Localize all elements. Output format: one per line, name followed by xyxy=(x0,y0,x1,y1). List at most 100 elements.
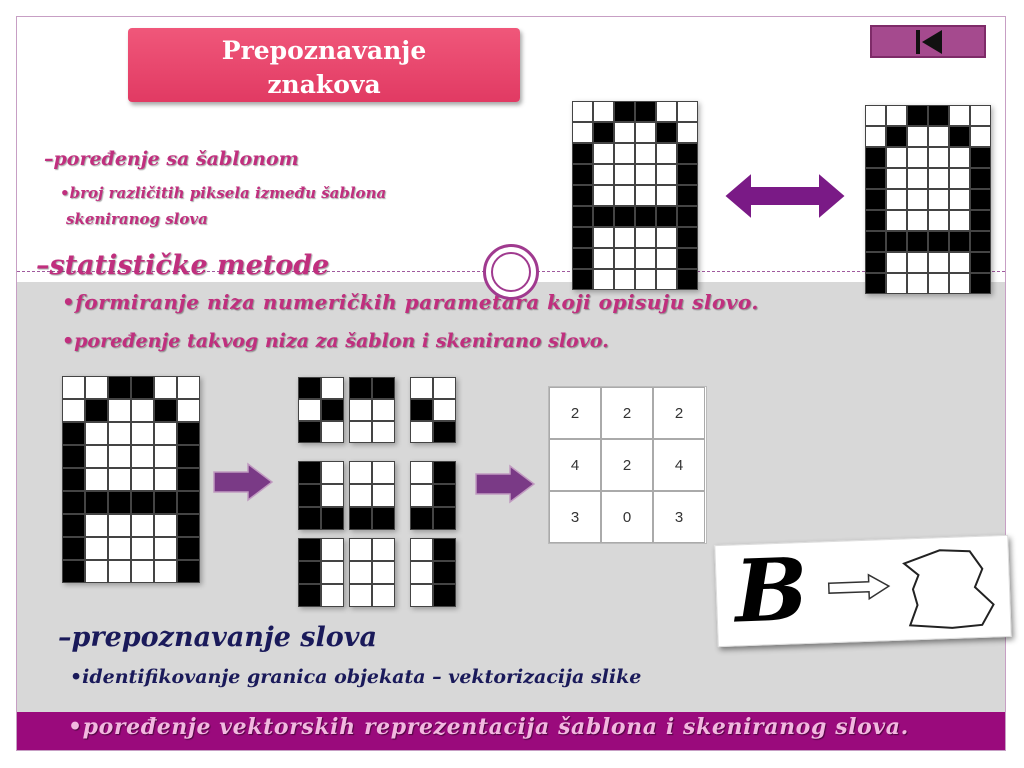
pixel-cell xyxy=(614,227,635,248)
pixel-cell xyxy=(886,252,907,273)
count-cell: 2 xyxy=(653,387,705,439)
pixel-cell xyxy=(656,206,677,227)
pixel-cell xyxy=(677,122,698,143)
pixel-cell xyxy=(928,147,949,168)
pixel-cell xyxy=(865,210,886,231)
pixel-cell xyxy=(635,206,656,227)
pixel-cell xyxy=(677,164,698,185)
pixel-cell xyxy=(886,231,907,252)
back-button[interactable] xyxy=(870,25,986,58)
pixel-cell xyxy=(949,231,970,252)
block-top-mid xyxy=(349,377,395,443)
skip-back-icon xyxy=(916,30,920,54)
block-bot-right xyxy=(410,538,456,607)
pixel-cell xyxy=(298,507,321,530)
pixel-cell xyxy=(572,122,593,143)
pixel-cell xyxy=(372,461,395,484)
recognition-heading: –prepoznavanje slova xyxy=(58,622,377,653)
pixel-cell xyxy=(298,399,321,421)
pixel-cell xyxy=(907,147,928,168)
statistical-heading: –statističke metode xyxy=(36,250,330,281)
pixel-cell xyxy=(886,168,907,189)
pixel-cell xyxy=(62,468,85,491)
count-cell: 2 xyxy=(549,387,601,439)
pixel-cell xyxy=(635,122,656,143)
pixel-cell xyxy=(433,538,456,561)
pixel-cell xyxy=(865,147,886,168)
pixel-cell xyxy=(433,484,456,507)
outline-arrow-icon xyxy=(827,573,891,601)
pixel-cell xyxy=(928,105,949,126)
pixel-cell xyxy=(614,269,635,290)
title-line-1: Prepoznavanje xyxy=(221,36,427,65)
pixel-cell xyxy=(85,422,108,445)
template-letter-grid xyxy=(572,101,698,290)
pixel-cell xyxy=(85,514,108,537)
pixel-cell xyxy=(635,248,656,269)
pixel-cell xyxy=(177,491,200,514)
pixel-cell xyxy=(177,537,200,560)
pixel-cell xyxy=(886,189,907,210)
pixel-cell xyxy=(949,210,970,231)
pixel-cell xyxy=(131,537,154,560)
pixel-cell xyxy=(298,461,321,484)
pixel-cell xyxy=(572,248,593,269)
pixel-cell xyxy=(907,252,928,273)
right-arrow-icon-2 xyxy=(475,464,536,504)
pixel-cell xyxy=(949,147,970,168)
pixel-cell xyxy=(410,377,433,399)
pixel-cell xyxy=(62,514,85,537)
pixel-cell xyxy=(349,538,372,561)
pixel-cell xyxy=(410,507,433,530)
count-cell: 4 xyxy=(549,439,601,491)
vectorization-panel: B xyxy=(714,534,1012,648)
pixel-cell xyxy=(131,514,154,537)
pixel-cell xyxy=(572,269,593,290)
right-arrow-icon xyxy=(213,462,274,502)
pixel-cell xyxy=(677,206,698,227)
template-heading: –poređenje sa šablonom xyxy=(44,148,299,170)
pixel-cell xyxy=(593,143,614,164)
block-mid-mid xyxy=(349,461,395,530)
pixel-cell xyxy=(928,210,949,231)
pixel-cell xyxy=(410,538,433,561)
pixel-cell xyxy=(593,227,614,248)
pixel-cell xyxy=(593,269,614,290)
pixel-cell xyxy=(614,206,635,227)
pixel-cell xyxy=(572,227,593,248)
pixel-cell xyxy=(433,421,456,443)
bottom-accent-bar xyxy=(17,712,1005,750)
pixel-cell xyxy=(949,168,970,189)
pixel-cell xyxy=(865,105,886,126)
pixel-cell xyxy=(865,189,886,210)
pixel-cell xyxy=(177,514,200,537)
pixel-cell xyxy=(85,537,108,560)
pixel-cell xyxy=(321,461,344,484)
pixel-cell xyxy=(635,164,656,185)
pixel-cell xyxy=(635,185,656,206)
pixel-cell xyxy=(949,189,970,210)
slide-frame xyxy=(16,16,1006,751)
pixel-cell xyxy=(907,105,928,126)
pixel-cell xyxy=(349,421,372,443)
pixel-cell xyxy=(154,422,177,445)
pixel-cell xyxy=(62,376,85,399)
pixel-cell xyxy=(635,227,656,248)
block-top-left xyxy=(298,377,344,443)
pixel-cell xyxy=(949,126,970,147)
pixel-cell xyxy=(108,422,131,445)
pixel-cell xyxy=(928,252,949,273)
pixel-cell xyxy=(349,484,372,507)
pixel-cell xyxy=(177,560,200,583)
pixel-cell xyxy=(85,491,108,514)
pixel-cell xyxy=(656,164,677,185)
pixel-cell xyxy=(907,273,928,294)
pixel-cell xyxy=(154,399,177,422)
pixel-cell xyxy=(865,252,886,273)
pixel-cell xyxy=(614,248,635,269)
block-mid-left xyxy=(298,461,344,530)
pixel-cell xyxy=(970,231,991,252)
pixel-cell xyxy=(154,514,177,537)
pixel-cell xyxy=(593,122,614,143)
pixel-cell xyxy=(928,273,949,294)
